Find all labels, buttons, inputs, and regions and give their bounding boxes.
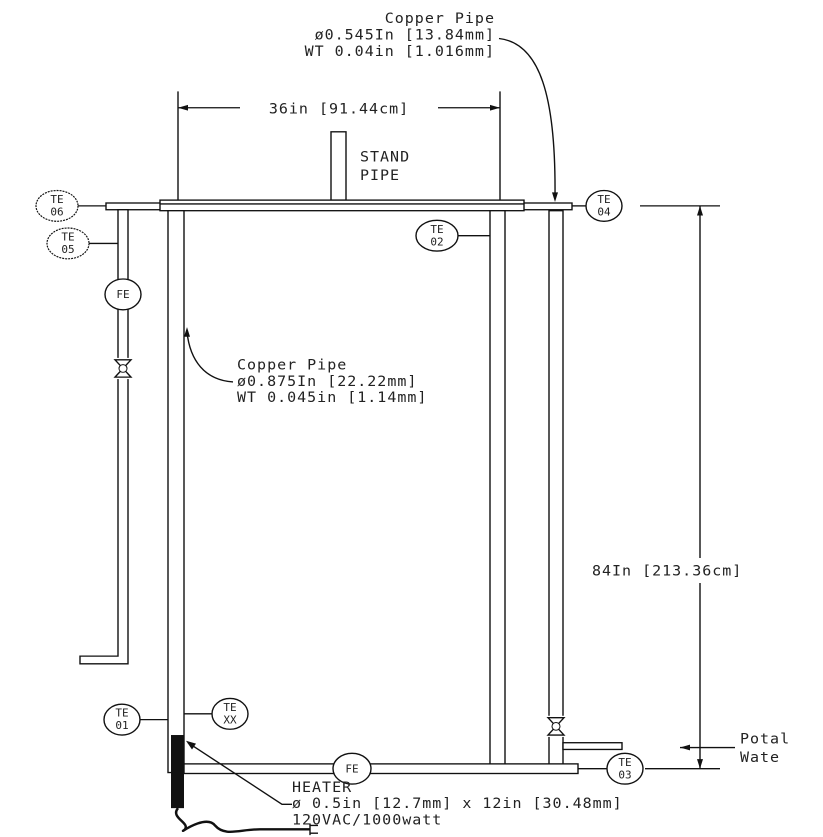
main-pipe-wall: WT 0.045in [1.14mm] bbox=[237, 389, 427, 406]
stand-pipe-label-2: PIPE bbox=[360, 167, 400, 184]
svg-text:02: 02 bbox=[430, 236, 443, 249]
return-pipe bbox=[548, 210, 564, 766]
main-pipe-title: Copper Pipe bbox=[237, 357, 347, 374]
height-dimension: 84In [213.36cm] bbox=[592, 205, 742, 770]
valve-icon[interactable] bbox=[546, 715, 566, 737]
potable-label-1: Potal bbox=[740, 731, 790, 748]
tag-te04: TE 04 bbox=[572, 189, 623, 222]
header-pipe bbox=[159, 199, 525, 212]
tag-te05: TE 05 bbox=[46, 227, 118, 260]
svg-text:TE: TE bbox=[597, 193, 610, 206]
svg-text:XX: XX bbox=[223, 714, 237, 727]
arrowhead-icon bbox=[184, 327, 190, 337]
tag-fe-top: FE bbox=[104, 278, 142, 311]
svg-text:03: 03 bbox=[618, 769, 631, 782]
svg-text:TE: TE bbox=[430, 223, 443, 236]
svg-text:TE: TE bbox=[618, 756, 631, 769]
tag-te06: TE 06 bbox=[35, 189, 106, 222]
svg-text:TE: TE bbox=[223, 701, 236, 714]
leader-arrow bbox=[498, 37, 556, 198]
heater-power: 120VAC/1000watt bbox=[292, 812, 442, 829]
heater-size: ø 0.5in [12.7mm] x 12in [30.48mm] bbox=[292, 795, 623, 812]
tag-te01: TE 01 bbox=[103, 703, 168, 736]
tag-fe-bottom: FE bbox=[332, 752, 372, 785]
power-cord bbox=[174, 807, 310, 833]
potable-label-2: Wate bbox=[740, 749, 780, 766]
svg-text:TE: TE bbox=[50, 193, 63, 206]
valve-icon[interactable] bbox=[113, 357, 133, 380]
main-pipe-callout: Copper Pipe ø0.875In [22.22mm] WT 0.045i… bbox=[184, 327, 427, 406]
top-pipe-wall: WT 0.04in [1.016mm] bbox=[305, 43, 495, 60]
arrowhead-icon bbox=[552, 192, 558, 203]
svg-text:TE: TE bbox=[61, 231, 74, 244]
svg-text:01: 01 bbox=[115, 719, 128, 732]
stand-pipe-label-1: STAND bbox=[360, 149, 410, 166]
plug-icon bbox=[309, 823, 318, 836]
potable-inlet-pipe bbox=[562, 742, 623, 751]
heater: HEATER ø 0.5in [12.7mm] x 12in [30.48mm]… bbox=[171, 735, 623, 836]
svg-text:FE: FE bbox=[116, 288, 129, 301]
top-pipe-title: Copper Pipe bbox=[385, 10, 495, 27]
left-riser bbox=[167, 210, 185, 774]
main-pipe-diameter: ø0.875In [22.22mm] bbox=[237, 373, 417, 390]
tag-te03: TE 03 bbox=[578, 752, 644, 785]
tag-texx: TE XX bbox=[184, 697, 249, 730]
svg-text:06: 06 bbox=[50, 206, 63, 219]
heater-title: HEATER bbox=[292, 779, 352, 796]
height-dimension-label: 84In [213.36cm] bbox=[592, 563, 742, 580]
svg-text:FE: FE bbox=[345, 763, 358, 776]
width-dimension-label: 36in [91.44cm] bbox=[269, 101, 409, 118]
top-pipe-diameter: ø0.545In [13.84mm] bbox=[315, 27, 495, 44]
width-dimension: 36in [91.44cm] bbox=[177, 91, 501, 201]
bottom-pipe bbox=[183, 763, 579, 775]
svg-text:TE: TE bbox=[115, 707, 128, 720]
stand-pipe bbox=[330, 131, 347, 201]
potable-water-callout: Potal Wate bbox=[680, 731, 790, 766]
top-pipe-callout: Copper Pipe ø0.545In [13.84mm] WT 0.04in… bbox=[305, 10, 558, 203]
heater-element bbox=[171, 735, 184, 809]
tag-te02: TE 02 bbox=[415, 219, 490, 252]
bypass-pipe bbox=[79, 209, 129, 665]
svg-text:04: 04 bbox=[597, 206, 610, 219]
svg-text:05: 05 bbox=[61, 243, 74, 256]
right-riser bbox=[489, 210, 506, 766]
